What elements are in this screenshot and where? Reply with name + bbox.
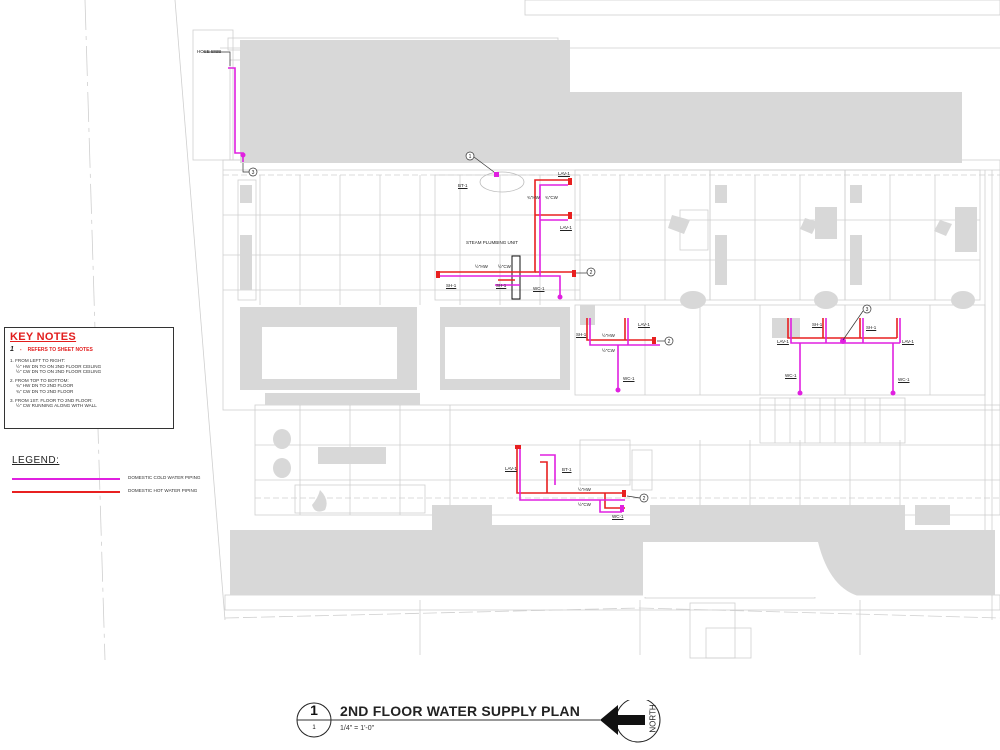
pipe-size-tag: ½"CW	[602, 348, 615, 353]
wc-tag: WC-1	[623, 376, 635, 381]
hot-water-line-swatch	[12, 491, 120, 493]
key-notes-reference: 1 - REFERS TO SHEET NOTES	[10, 346, 168, 353]
key-notes-title: KEY NOTES	[10, 331, 77, 343]
note-number: 2.	[10, 377, 14, 383]
hot-water-piping	[438, 179, 898, 509]
svg-text:2: 2	[590, 270, 593, 276]
note-heading: FROM LEFT TO RIGHT:	[15, 358, 65, 363]
legend-title: LEGEND:	[12, 455, 60, 466]
pipe-size-tag: ½"CW	[498, 264, 511, 269]
sh-tag: SH-1	[576, 332, 587, 337]
key-notes-list: 1. FROM LEFT TO RIGHT: ½" HW DN TO ON 2N…	[10, 358, 168, 409]
wc-tag: WC-1	[533, 286, 545, 291]
pipe-size-tag: ¾"HW	[527, 195, 540, 200]
key-note-item: 3. FROM 1ST. FLOOR TO 2ND FLOOR: ½" CW R…	[10, 398, 168, 409]
lav-tag: LAV-1	[505, 466, 517, 471]
drawing-title: 2ND FLOOR WATER SUPPLY PLAN	[340, 703, 581, 719]
slab-fills	[230, 40, 995, 597]
drawing-scale: 1/4" = 1'-0"	[340, 725, 375, 732]
lav-tag: LAV-1	[558, 171, 570, 176]
lav-tag: LAV-1	[777, 339, 789, 344]
svg-text:1: 1	[469, 154, 472, 160]
bt-tag: BT-1	[562, 467, 572, 472]
legend-item-hot-water: DOMESTIC HOT WATER PIPING	[12, 488, 197, 496]
dash-separator: -	[19, 346, 22, 353]
sh-tag: SH-1	[866, 325, 877, 330]
svg-text:3: 3	[252, 170, 255, 176]
legend-label: DOMESTIC HOT WATER PIPING	[128, 488, 198, 493]
note-line: ½" CW RUNNING ALONG WITH WALL	[16, 403, 97, 409]
lav-tag: LAV-1	[638, 322, 650, 327]
pipe-size-tag: ½"HW	[602, 333, 615, 338]
hose-bibb-tag: HOSE BIBB	[197, 49, 222, 54]
fixture-connection-points	[240, 152, 896, 512]
key-note-callouts	[203, 51, 872, 503]
legend-label: DOMESTIC COLD WATER PIPING	[128, 475, 201, 480]
title-block-graphics	[296, 700, 661, 743]
drawing-title-block: 1 1 2ND FLOOR WATER SUPPLY PLAN 1/4" = 1…	[295, 700, 665, 748]
legend-item-cold-water: DOMESTIC COLD WATER PIPING	[12, 475, 200, 483]
note-number: 1.	[10, 358, 14, 363]
north-label: NORTH	[648, 704, 658, 733]
note-line: ½" CW DN TO ON 2ND FLOOR CEILING	[16, 369, 102, 375]
key-note-item: 1. FROM LEFT TO RIGHT: ½" HW DN TO ON 2N…	[10, 358, 168, 375]
wc-tag: WC-1	[785, 373, 797, 378]
note-heading: FROM TOP TO BOTTOM:	[15, 377, 69, 383]
note-line: ¾" HW DN TO 2ND FLOOR	[16, 383, 74, 389]
wc-tag: WC-1	[898, 377, 910, 382]
bt-tag: BT-1	[458, 183, 468, 188]
note-line: ¾" CW DN TO 2ND FLOOR	[16, 388, 74, 394]
sheet-number: 1	[312, 725, 316, 731]
detail-number: 1	[310, 702, 318, 718]
reference-symbol: 1	[10, 346, 14, 353]
pipe-size-tag: ½"HW	[578, 487, 591, 492]
svg-text:2: 2	[668, 339, 671, 345]
cold-water-line-swatch	[12, 478, 120, 480]
lav-tag: LAV-1	[560, 225, 572, 230]
key-note-item: 2. FROM TOP TO BOTTOM: ¾" HW DN TO 2ND F…	[10, 378, 168, 395]
lav-tag: LAV-1	[902, 339, 914, 344]
note-number: 3.	[10, 397, 14, 403]
key-notes-panel: KEY NOTES 1 - REFERS TO SHEET NOTES 1. F…	[4, 327, 174, 429]
sh-tag: SH-1	[812, 322, 823, 327]
sh-tag: SH-1	[446, 283, 457, 288]
pipe-size-tag: ½"HW	[475, 264, 488, 269]
note-line: ½" HW DN TO ON 2ND FLOOR CEILING	[16, 363, 102, 369]
steam-unit-tag: STEAM PLUMBING UNIT	[466, 240, 519, 245]
svg-text:2: 2	[643, 496, 646, 502]
note-heading: FROM 1ST. FLOOR TO 2ND FLOOR:	[15, 397, 93, 403]
sh-tag: SH-1	[496, 283, 507, 288]
wc-tag: WC-1	[612, 514, 624, 519]
reference-text: REFERS TO SHEET NOTES	[27, 346, 93, 353]
svg-text:3: 3	[866, 307, 869, 313]
north-arrow-icon	[600, 705, 645, 735]
pipe-size-tag: ¾"CW	[545, 195, 558, 200]
cold-water-piping	[228, 67, 901, 513]
pipe-size-tag: ½"CW	[578, 502, 591, 507]
